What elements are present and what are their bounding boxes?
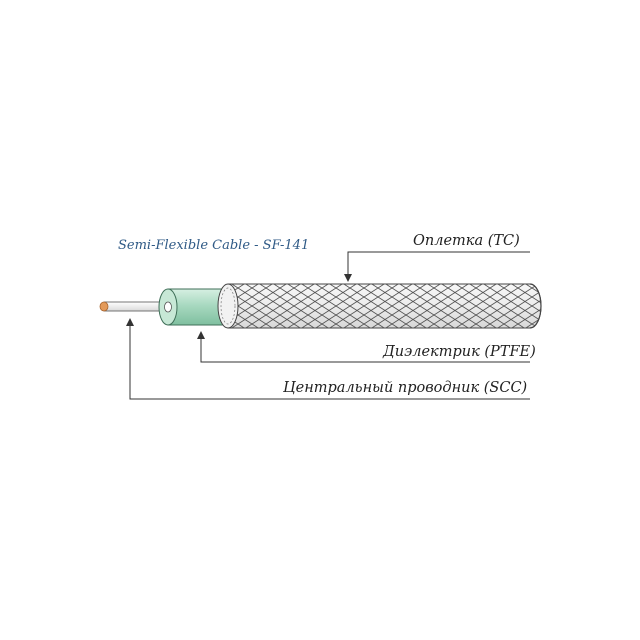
copper-tip [99, 301, 109, 312]
braid-weave [228, 284, 541, 328]
braid-layer [217, 283, 542, 329]
dielectric-layer [158, 288, 237, 326]
braid-front-face [217, 283, 239, 329]
center-conductor-label: Центральный проводник (SCC) [283, 380, 528, 396]
diagram-title: Semi-Flexible Cable - SF-141 [118, 238, 310, 253]
braid-end-rim [529, 283, 542, 329]
dielectric-label: Диэлектрик (PTFE) [383, 344, 536, 360]
dielectric-leader [197, 331, 530, 363]
braid-leader [344, 251, 530, 282]
braid-front-inner [220, 287, 236, 325]
leader-lines [126, 251, 530, 400]
braid-label: Оплетка (TC) [413, 233, 520, 249]
conductor-cross-section [164, 301, 172, 313]
center-conductor-leader [126, 318, 530, 400]
